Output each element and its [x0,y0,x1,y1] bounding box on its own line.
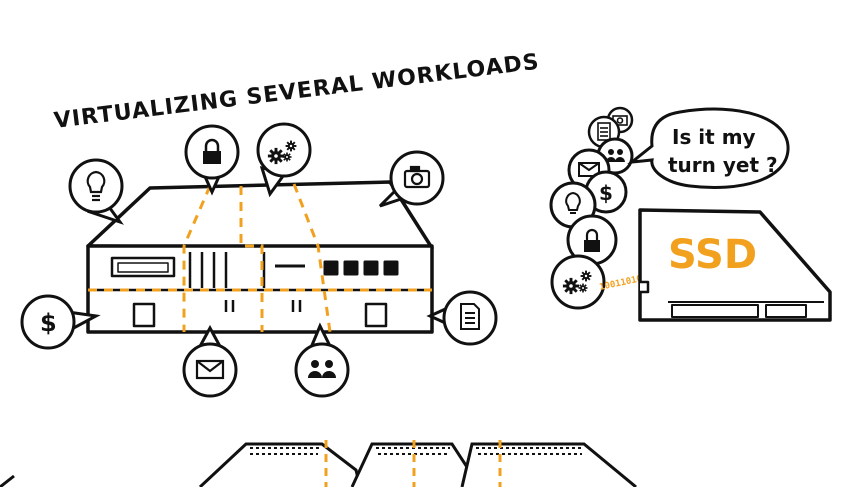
workload-bubble-people [294,322,350,398]
camera-icon [403,165,431,189]
icon-queue: $ [549,106,634,310]
envelope-icon [195,359,225,380]
page-title: VIRTUALIZING SEVERAL WORKLOADS [53,50,541,134]
speech-line-2: turn yet ? [668,153,778,177]
ssd-drive [638,208,832,322]
document-icon [460,303,480,330]
workload-bubble-gears [256,122,312,198]
dollar-icon: $ [40,309,57,337]
lock-icon [203,138,221,164]
bottom-servers [198,442,637,487]
speech-bubble: Is it my turn yet ? [627,107,790,189]
workload-bubble-lock [184,124,240,196]
envelope-icon [578,162,600,177]
partition-lines [88,183,432,333]
people-icon [606,149,625,162]
speech-line-1: Is it my [672,125,756,149]
people-icon [308,360,336,378]
dollar-icon: $ [599,181,613,205]
document-icon [597,122,611,141]
workload-bubble-envelope [182,324,238,398]
lightbulb-icon [565,191,581,214]
lightbulb-icon [86,170,106,202]
workload-bubble-dollar: $ [20,294,101,350]
lock-icon [584,228,600,252]
workload-bubble-lightbulb [68,158,124,225]
server [86,180,434,334]
bottom-partition-lines [324,440,502,487]
ssd-label: SSD [668,232,757,278]
workload-bubble-document [426,290,498,346]
workload-bubble-camera [378,150,445,208]
corner-arrow [0,474,15,487]
